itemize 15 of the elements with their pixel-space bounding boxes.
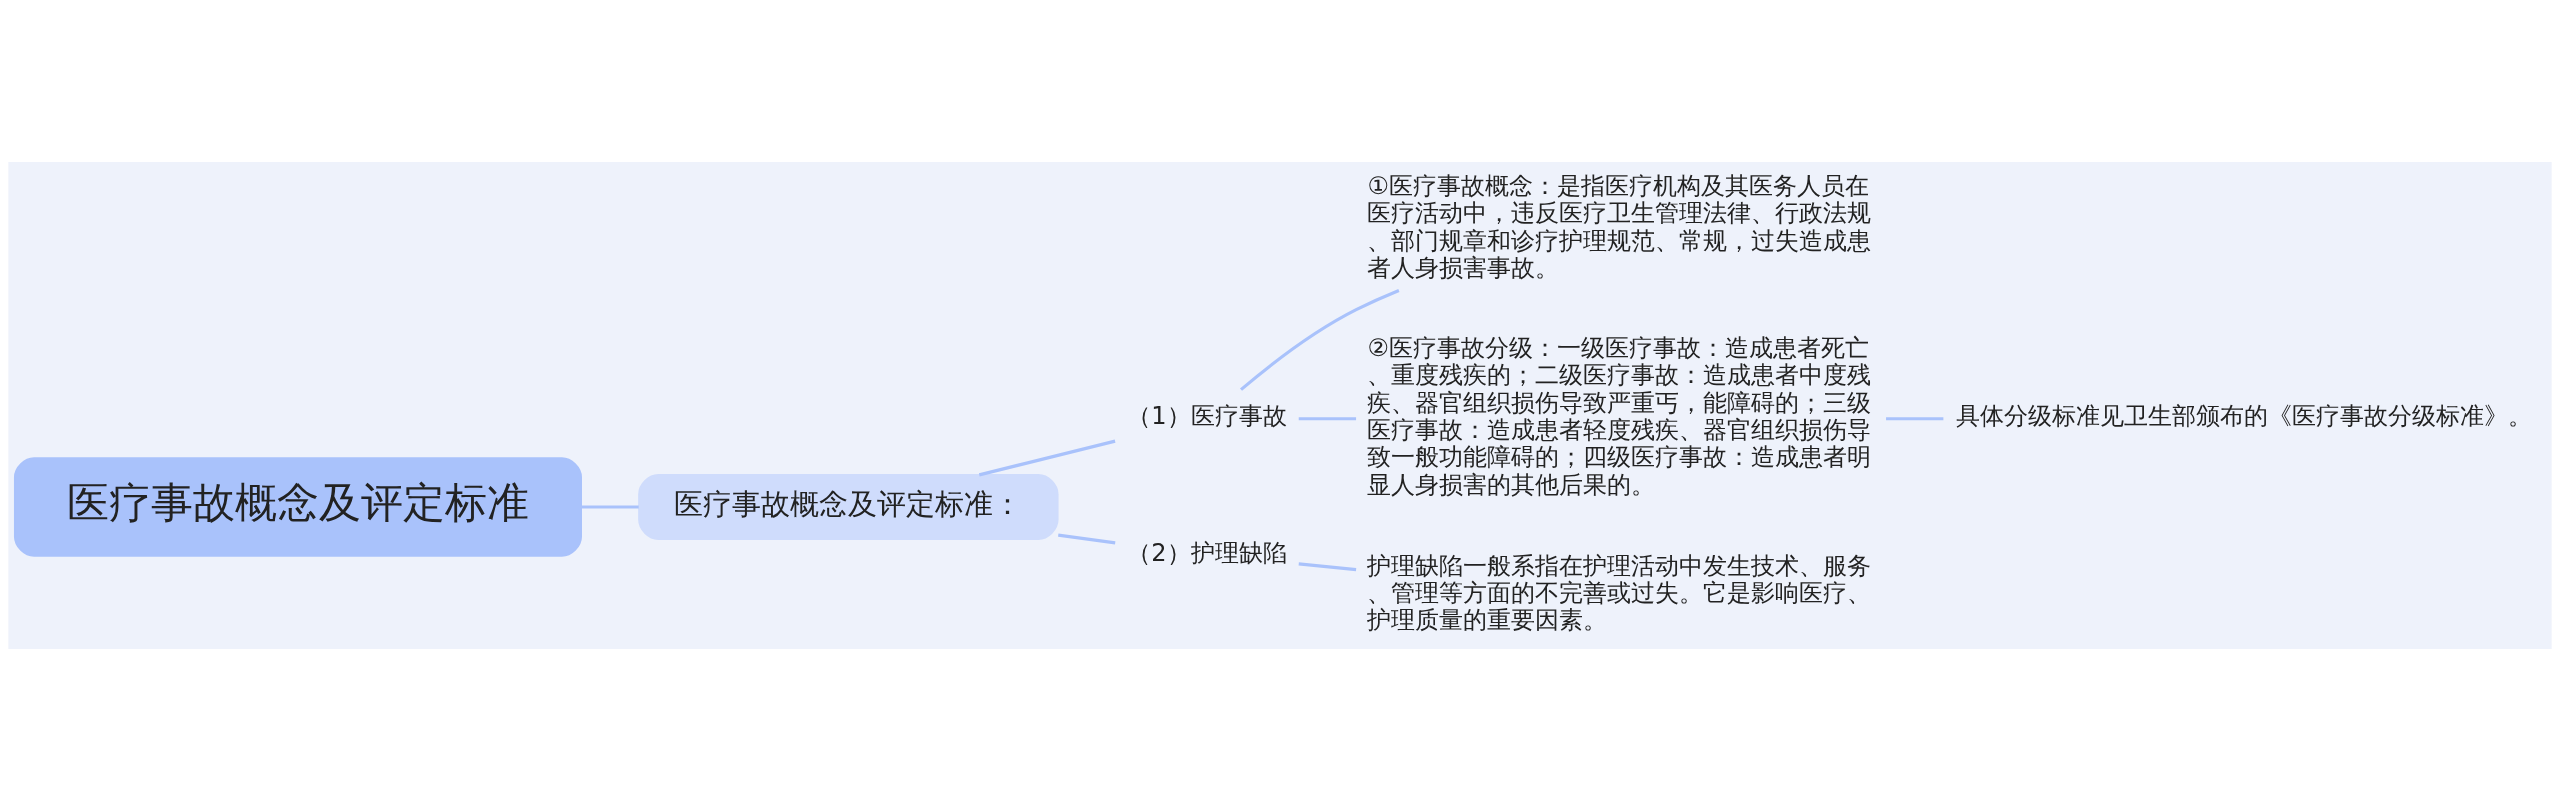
node-box: 医疗事故概念及评定标准	[13, 457, 582, 557]
connector	[1240, 288, 1400, 391]
node-text: ①医疗事故概念：是指医疗机构及其医务人员在医疗活动中，违反医疗卫生管理法律、行政法规、部门规章和诊疗护理规范、常规，过失造成患者人身损害事故。	[1367, 172, 1872, 282]
node-text: ②医疗事故分级：一级医疗事故：造成患者死亡、重度残疾的；二级医疗事故：造成患者中度残疾、器官组织损伤导致严重丐，能障碍的；三级医疗事故：造成患者轻度残疾、器官组织损伤导致一般功能障碍的；四级医疗事故：造成患者明显人身损害的其他后果的。	[1367, 334, 1872, 499]
node-text: （2）护理缺陷	[1127, 538, 1287, 567]
node-text: 护理缺陷一般系指在护理活动中发生技术、服务、管理等方面的不完善或过失。它是影响医疗、护理质量的重要因素。	[1367, 551, 1872, 635]
connector	[582, 505, 639, 509]
connector	[1298, 562, 1357, 572]
node-box: 医疗事故概念及评定标准：	[638, 474, 1059, 540]
node-text: （1）医疗事故	[1127, 402, 1287, 431]
connector	[1058, 533, 1116, 545]
node-text: 具体分级标准见卫生部颁布的《医疗事故分级标准》。	[1956, 402, 2533, 431]
connector	[1298, 417, 1357, 421]
connector	[978, 439, 1116, 477]
connector	[1886, 417, 1944, 421]
